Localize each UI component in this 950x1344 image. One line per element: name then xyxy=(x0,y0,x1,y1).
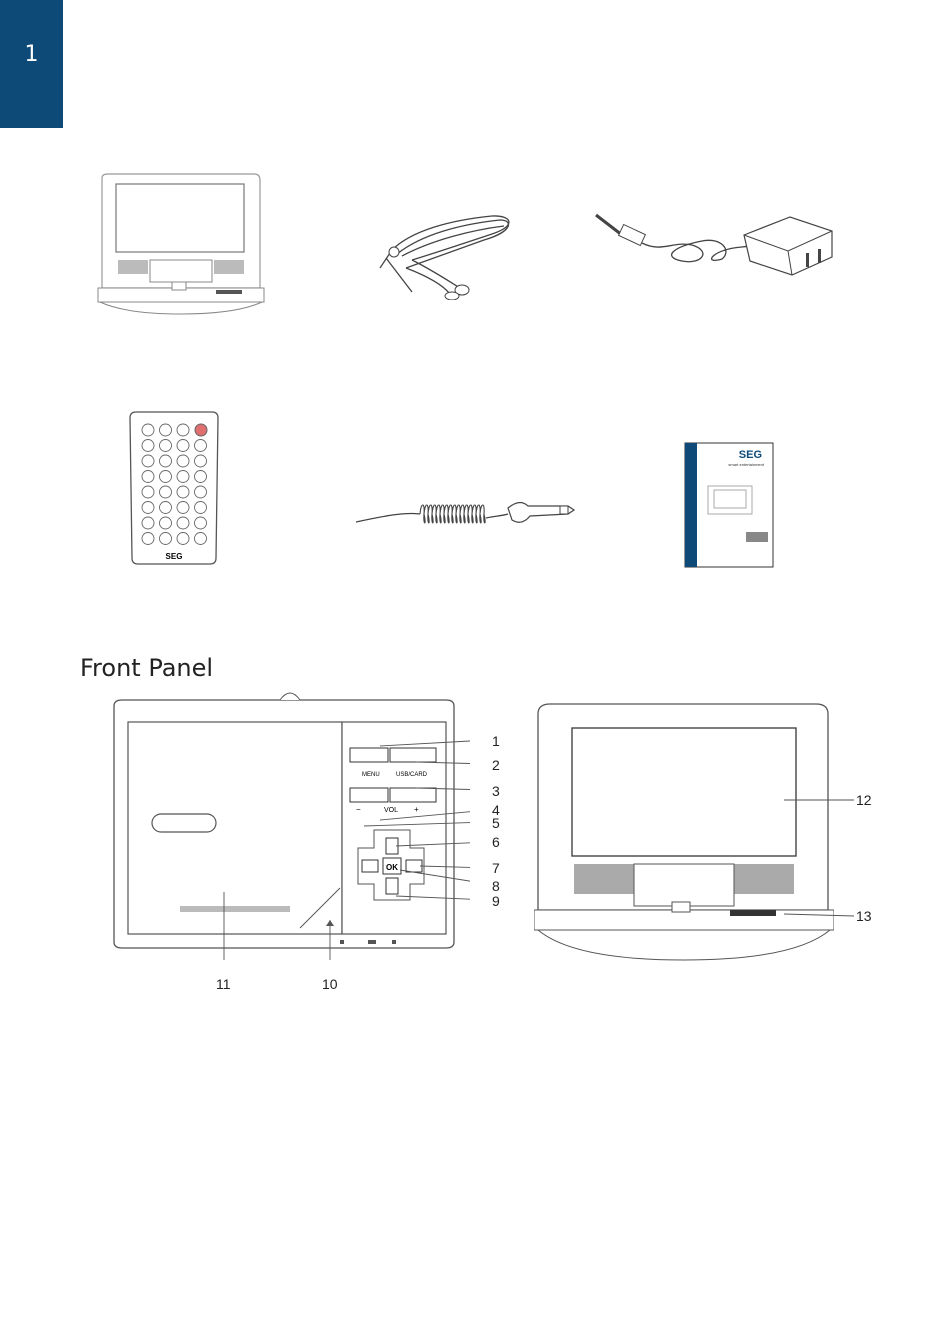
usb-card-button-label: USB/CARD xyxy=(396,772,428,778)
remote-button xyxy=(142,517,154,529)
ok-button-label: OK xyxy=(386,863,398,872)
callout-3: 3 xyxy=(492,783,500,799)
callout-6: 6 xyxy=(492,834,500,850)
callout-11: 11 xyxy=(216,976,231,992)
ac-adapter-icon xyxy=(592,205,842,280)
remote-button xyxy=(142,533,154,545)
callout-5: 5 xyxy=(492,815,500,831)
remote-button xyxy=(160,471,172,483)
remote-button xyxy=(195,533,207,545)
page-number-tab: 1 xyxy=(0,0,63,128)
remote-button xyxy=(177,424,189,436)
earphones-icon xyxy=(372,210,522,300)
section-title: Front Panel xyxy=(80,654,213,682)
remote-button xyxy=(177,502,189,514)
remote-button xyxy=(177,533,189,545)
remote-button xyxy=(177,486,189,498)
front-panel-top-view: MENU USB/CARD − VOL + OK xyxy=(100,692,470,960)
remote-button xyxy=(195,440,207,452)
remote-button xyxy=(160,502,172,514)
callout-10: 10 xyxy=(322,976,338,992)
remote-button xyxy=(160,533,172,545)
portable-dvd-player-icon xyxy=(96,170,266,315)
remote-brand: SEG xyxy=(166,552,183,561)
vol-minus-label: − xyxy=(356,805,361,814)
vol-plus-label: + xyxy=(414,805,419,814)
callout-8: 8 xyxy=(492,878,500,894)
remote-button xyxy=(195,471,207,483)
right-leader-lines xyxy=(780,796,860,926)
page-number: 1 xyxy=(25,42,39,67)
remote-button xyxy=(177,455,189,467)
remote-button xyxy=(142,502,154,514)
remote-button xyxy=(177,471,189,483)
car-adapter-icon xyxy=(354,494,578,534)
remote-button xyxy=(195,455,207,467)
remote-button xyxy=(160,440,172,452)
remote-button xyxy=(177,517,189,529)
remote-button xyxy=(142,440,154,452)
remote-button xyxy=(195,517,207,529)
remote-button xyxy=(142,471,154,483)
callout-7: 7 xyxy=(492,860,500,876)
vol-label: VOL xyxy=(384,807,398,814)
remote-button xyxy=(160,517,172,529)
remote-button xyxy=(160,455,172,467)
remote-button xyxy=(195,486,207,498)
remote-button xyxy=(142,455,154,467)
manual-brand: SEG xyxy=(739,449,762,461)
remote-control-icon: SEG xyxy=(126,408,222,568)
menu-button-label: MENU xyxy=(362,772,380,778)
callout-2: 2 xyxy=(492,757,500,773)
manual-tagline: smart entertainment xyxy=(728,462,764,467)
user-manual-icon: SEG smart entertainment xyxy=(684,442,774,568)
remote-button xyxy=(142,486,154,498)
remote-button xyxy=(195,502,207,514)
callout-9: 9 xyxy=(492,893,500,909)
remote-button xyxy=(160,486,172,498)
remote-button xyxy=(177,440,189,452)
remote-button xyxy=(142,424,154,436)
remote-button xyxy=(160,424,172,436)
callout-1: 1 xyxy=(492,733,500,749)
